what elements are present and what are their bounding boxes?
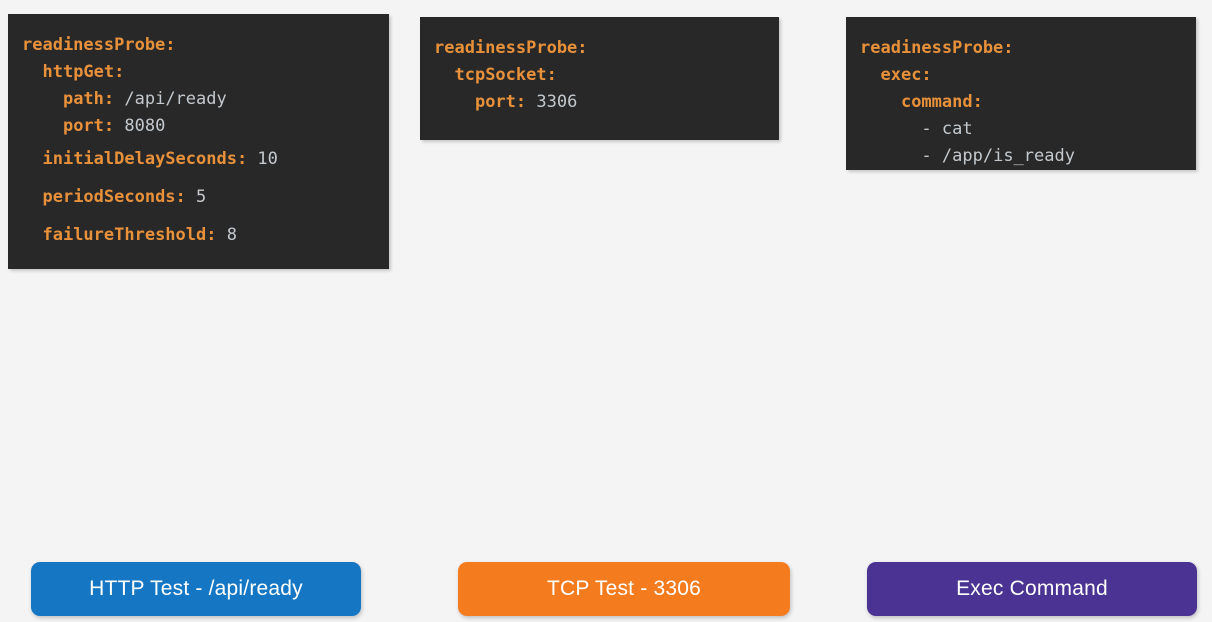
yaml-list-dash: - — [921, 146, 942, 166]
yaml-line: command: — [860, 89, 1182, 116]
yaml-indent — [860, 146, 921, 166]
yaml-line: - cat — [860, 116, 1182, 143]
yaml-line: periodSeconds: 5 — [22, 178, 375, 216]
yaml-key: readinessProbe: — [434, 38, 588, 58]
yaml-value: /app/is_ready — [941, 146, 1075, 166]
yaml-line: initialDelaySeconds: 10 — [22, 140, 375, 178]
yaml-indent — [434, 65, 454, 85]
yaml-indent — [22, 225, 42, 245]
yaml-line: httpGet: — [22, 59, 375, 86]
code-card-tcp-socket-probe: readinessProbe: tcpSocket: port: 3306 — [420, 17, 779, 140]
yaml-key: path: — [62, 89, 115, 109]
code-card-exec-command-probe: readinessProbe: exec: command: - cat - /… — [846, 17, 1196, 170]
yaml-line: port: 3306 — [434, 89, 765, 116]
yaml-indent — [22, 187, 42, 207]
yaml-indent — [22, 62, 42, 82]
yaml-indent — [860, 65, 880, 85]
yaml-key: periodSeconds: — [42, 187, 186, 207]
yaml-key: exec: — [880, 65, 932, 85]
yaml-line: failureThreshold: 8 — [22, 216, 375, 254]
http-test-button[interactable]: HTTP Test - /api/ready — [31, 562, 361, 616]
yaml-indent — [22, 149, 42, 169]
code-card-http-get-probe: readinessProbe: httpGet: path: /api/read… — [8, 14, 389, 269]
yaml-indent — [434, 92, 475, 112]
yaml-line: readinessProbe: — [22, 32, 375, 59]
yaml-line: path: /api/ready — [22, 86, 375, 113]
yaml-value: 5 — [185, 187, 207, 207]
yaml-key: port: — [474, 92, 527, 112]
yaml-key: httpGet: — [42, 62, 125, 82]
yaml-line: exec: — [860, 62, 1182, 89]
yaml-line: port: 8080 — [22, 113, 375, 140]
yaml-key: initialDelaySeconds: — [42, 149, 248, 169]
yaml-value: 3306 — [526, 92, 578, 112]
yaml-indent — [22, 116, 63, 136]
yaml-value: 10 — [247, 149, 278, 169]
yaml-key: readinessProbe: — [860, 38, 1014, 58]
yaml-line: readinessProbe: — [860, 35, 1182, 62]
yaml-indent — [860, 119, 921, 139]
yaml-value: 8080 — [114, 116, 166, 136]
exec-command-button[interactable]: Exec Command — [867, 562, 1197, 616]
yaml-key: command: — [900, 92, 983, 112]
yaml-value: 8 — [216, 225, 237, 245]
yaml-line: tcpSocket: — [434, 62, 765, 89]
yaml-indent — [22, 89, 63, 109]
yaml-key: failureThreshold: — [42, 225, 217, 245]
yaml-key: port: — [62, 116, 115, 136]
yaml-value: cat — [941, 119, 973, 139]
tcp-test-button[interactable]: TCP Test - 3306 — [458, 562, 790, 616]
yaml-line: - /app/is_ready — [860, 143, 1182, 170]
yaml-line: readinessProbe: — [434, 35, 765, 62]
yaml-value: /api/ready — [114, 89, 227, 109]
yaml-key: readinessProbe: — [22, 35, 176, 55]
yaml-key: tcpSocket: — [454, 65, 557, 85]
yaml-indent — [860, 92, 901, 112]
yaml-list-dash: - — [921, 119, 942, 139]
